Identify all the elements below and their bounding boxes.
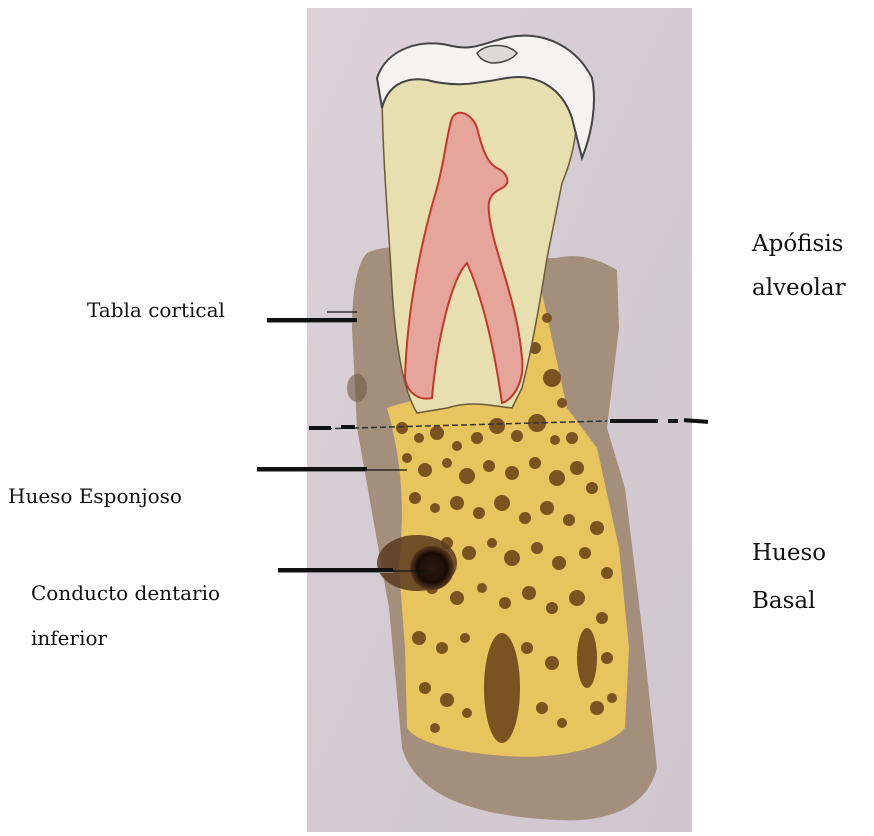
label-tabla-cortical: Tabla cortical <box>87 295 225 326</box>
boundary-dash-left-1 <box>309 426 331 430</box>
label-hueso-basal-line2: Basal <box>752 584 816 619</box>
crest-shadow <box>347 374 367 402</box>
label-hueso-esponjoso: Hueso Esponjoso <box>8 481 182 512</box>
label-conducto-line2: inferior <box>31 623 107 654</box>
leader-conducto <box>278 568 393 572</box>
label-conducto-line1: Conducto dentario <box>31 578 220 609</box>
leader-hueso-esponjoso <box>257 467 367 471</box>
label-hueso-basal-line1: Hueso <box>752 536 826 571</box>
mandibular-canal <box>410 546 454 590</box>
boundary-dash-right-2 <box>668 419 678 423</box>
boundary-dash-right-1 <box>610 419 658 423</box>
label-apofisis-line2: alveolar <box>752 271 846 306</box>
leader-tabla-cortical <box>267 318 357 322</box>
boundary-dash-left-2 <box>341 425 355 429</box>
label-apofisis-line1: Apófisis <box>752 227 843 262</box>
